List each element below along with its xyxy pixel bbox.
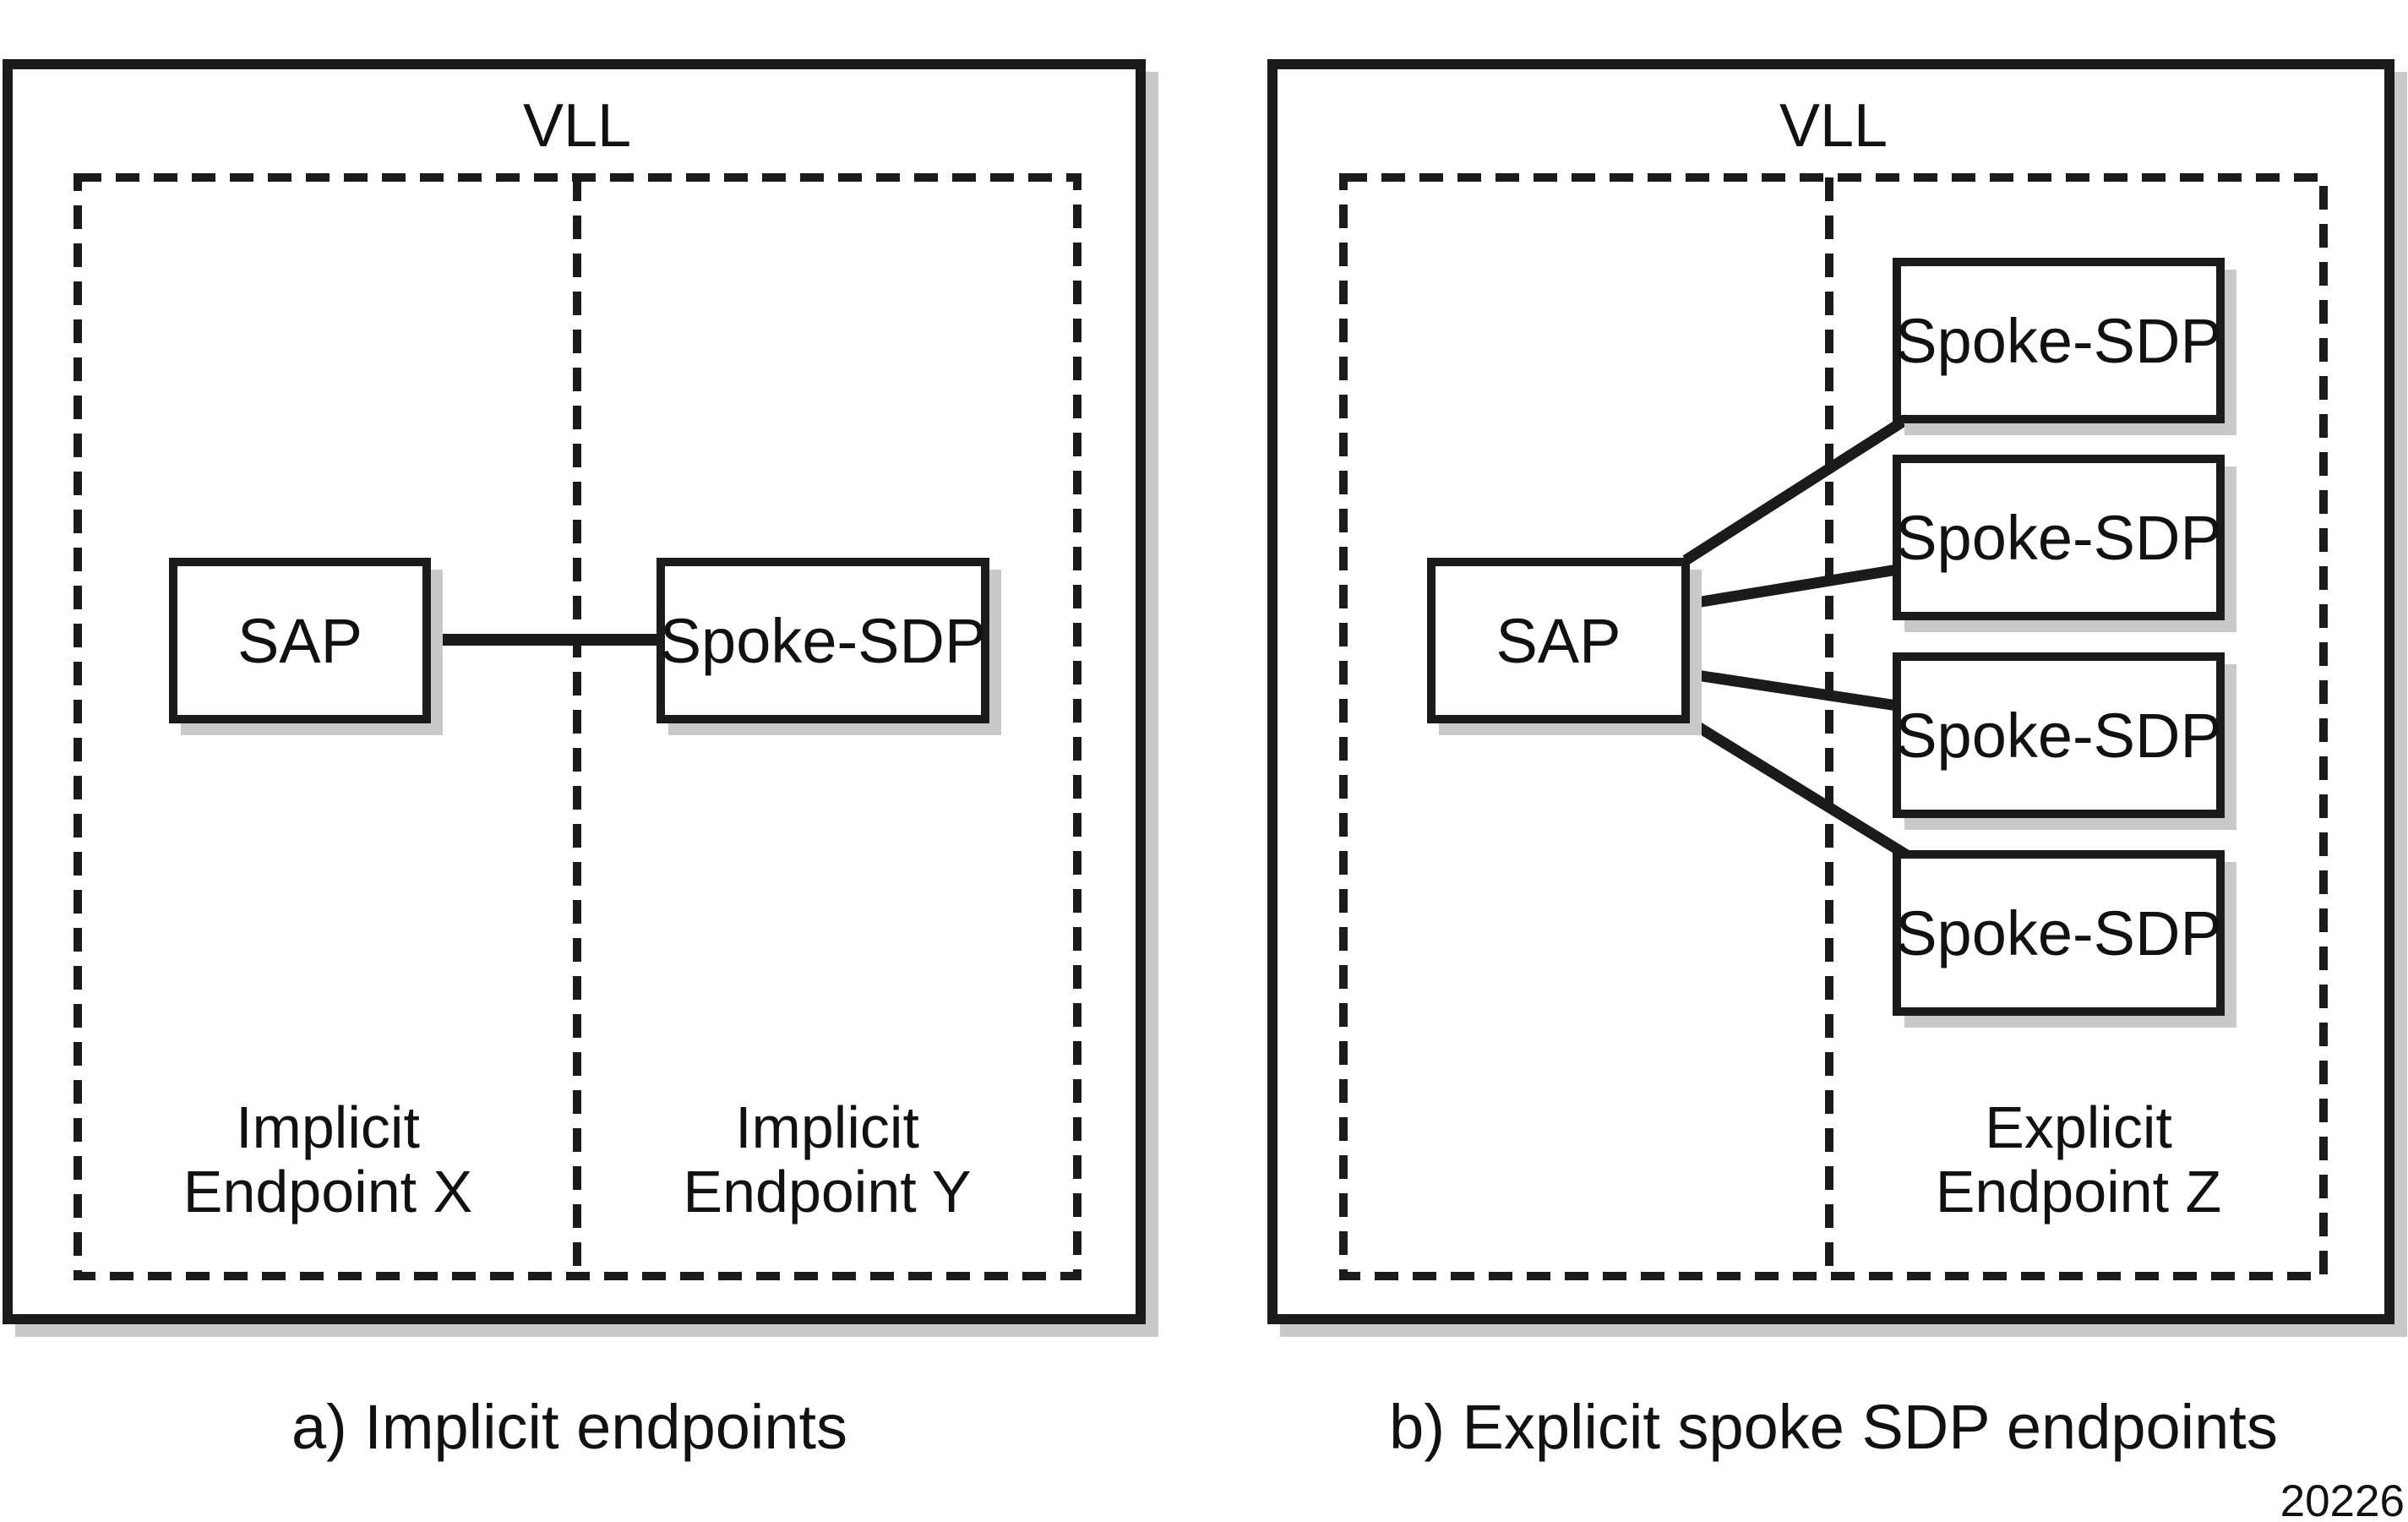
panel-a-title: VLL (522, 92, 632, 160)
panel-b-caption: b) Explicit spoke SDP endpoints (1389, 1392, 2278, 1462)
panel-b-title: VLL (1779, 92, 1888, 160)
endpoint-y-line2: Endpoint Y (683, 1159, 972, 1225)
panel-b-spoke-sdp-box-3: Spoke-SDP (1893, 652, 2225, 818)
endpoint-x-line1: Implicit (236, 1094, 420, 1160)
endpoint-z-line2: Endpoint Z (1935, 1159, 2222, 1225)
figure-number: 20226 (2280, 1476, 2405, 1522)
panel-b-spoke-sdp-box-4: Spoke-SDP (1893, 850, 2225, 1016)
panel-a-caption: a) Implicit endpoints (291, 1392, 848, 1462)
panel-a-sap-box: SAP (169, 558, 431, 723)
panel-b-sap-box: SAP (1427, 558, 1690, 723)
endpoint-z-line1: Explicit (1985, 1094, 2172, 1160)
endpoint-x-line2: Endpoint X (183, 1159, 473, 1225)
panel-b-endpoint-z-label: Explicit Endpoint Z (1936, 1095, 2222, 1224)
panel-a-spoke-sdp-box: Spoke-SDP (656, 558, 989, 723)
panel-b-spoke-sdp-box-2: Spoke-SDP (1893, 455, 2225, 620)
panel-a-endpoint-y-label: Implicit Endpoint Y (683, 1095, 971, 1224)
panel-a-endpoint-x-label: Implicit Endpoint X (183, 1095, 472, 1224)
endpoint-y-line1: Implicit (735, 1094, 919, 1160)
panel-b-spoke-sdp-box-1: Spoke-SDP (1893, 258, 2225, 423)
